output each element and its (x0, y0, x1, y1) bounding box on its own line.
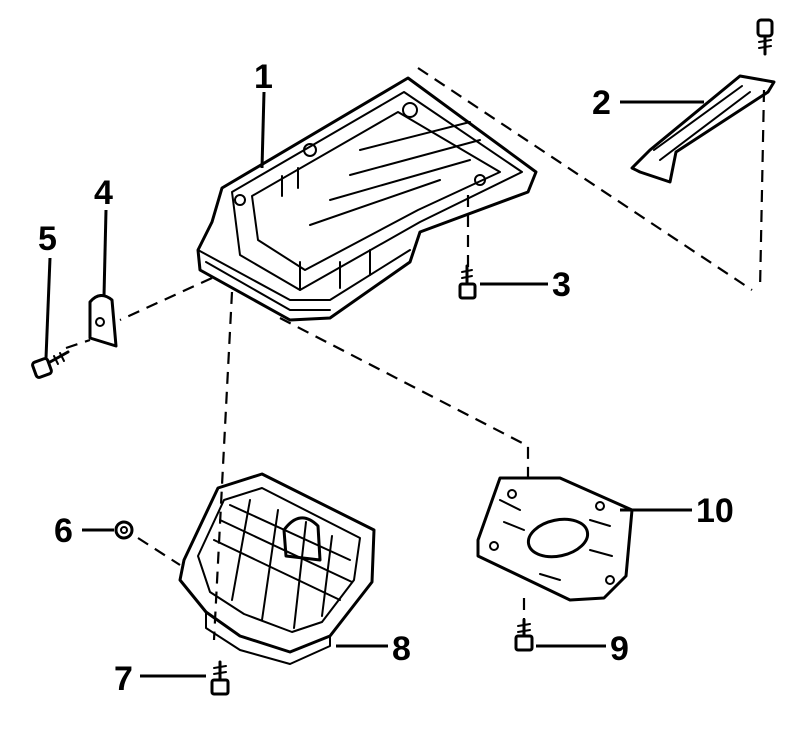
assembly-dashed-lines (65, 67, 766, 641)
bolt-3 (458, 264, 477, 300)
callout-7: 7 (114, 660, 133, 698)
cover-plate (88, 294, 118, 348)
leader-lines (44, 91, 704, 678)
lower-oil-pan (178, 472, 376, 665)
bolt-5 (31, 350, 70, 379)
callout-2: 2 (592, 84, 611, 122)
callout-labels: 1 2 3 4 5 6 7 8 9 10 (38, 58, 734, 698)
callout-10: 10 (696, 492, 734, 530)
drain-plug (210, 660, 230, 696)
bolt-9 (514, 618, 534, 652)
nut-6 (114, 520, 134, 540)
callout-1: 1 (254, 58, 273, 96)
callout-3: 3 (552, 266, 571, 304)
callout-4: 4 (94, 174, 113, 212)
upper-oil-pan (196, 76, 538, 322)
baffle-plate (476, 476, 634, 602)
callout-9: 9 (610, 630, 629, 668)
bracket (630, 18, 776, 184)
callout-5: 5 (38, 220, 57, 258)
callout-8: 8 (392, 630, 411, 668)
callout-6: 6 (54, 512, 73, 550)
